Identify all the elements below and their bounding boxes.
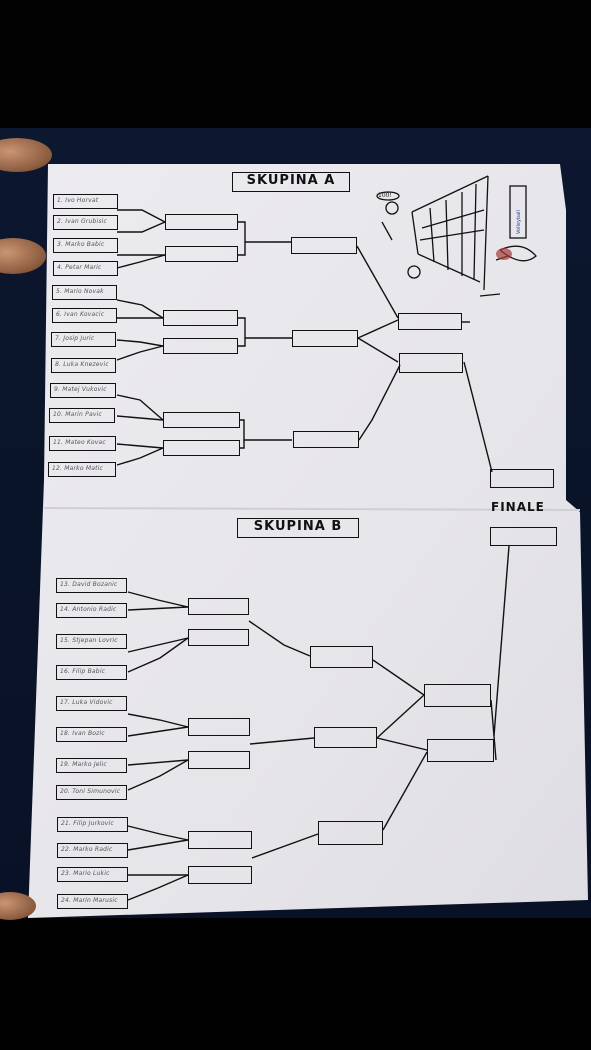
group-a-round2-box (291, 237, 357, 254)
group-b-round2-box (310, 646, 373, 668)
player-b-21: 21. Filip Jurkovic (57, 817, 128, 832)
player-b-16: 16. Filip Babic (56, 665, 127, 680)
group-b-round1-box (188, 751, 250, 769)
player-a-5: 5. Mario Novak (52, 285, 117, 300)
dark-top-area (0, 0, 591, 135)
dark-bottom-area (0, 918, 591, 1050)
player-b-13: 13. David Bozanic (56, 578, 127, 593)
group-b-round1-box (188, 598, 249, 615)
group-a-semi-box (399, 353, 463, 373)
group-a-round1-box (163, 440, 240, 456)
player-a-11: 11. Mateo Kovac (49, 436, 116, 451)
player-b-24: 24. Marin Marusic (57, 894, 128, 909)
group-b-round1-box (188, 718, 250, 736)
final-label: FINALE (491, 500, 545, 514)
player-b-14: 14. Antonio Radic (56, 603, 127, 618)
player-a-9: 9. Matej Vukovic (50, 383, 116, 398)
group-a-round1-box (163, 338, 238, 354)
group-b-semi-box (424, 684, 491, 707)
player-a-10: 10. Marin Pavic (49, 408, 115, 423)
scoreboard-text: Volleyball (516, 210, 522, 234)
group-a-round2-box (293, 431, 359, 448)
volleyball-net-sketch-icon (376, 175, 537, 297)
group-a-round2-box (292, 330, 358, 347)
group-b-round1-box (188, 831, 252, 849)
final-box-bottom (490, 527, 557, 546)
group-b-heading: SKUPINA B (237, 518, 359, 538)
group-a-round1-box (163, 310, 238, 326)
player-a-1: 1. Ivo Horvat (53, 194, 118, 209)
player-b-22: 22. Marko Radic (57, 843, 128, 858)
group-a-semi-box (398, 313, 462, 330)
player-b-23: 23. Mario Lukic (57, 867, 128, 882)
player-a-3: 3. Marko Babic (53, 238, 118, 253)
player-b-17: 17. Luka Vidovic (56, 696, 127, 711)
final-box-top (490, 469, 554, 488)
paper-fold (43, 507, 581, 511)
player-a-4: 4. Petar Maric (53, 261, 118, 276)
player-a-12: 12. Marko Matic (48, 462, 116, 477)
player-b-20: 20. Toni Simunovic (56, 785, 127, 800)
group-b-round2-box (318, 821, 383, 845)
group-b-round1-box (188, 629, 249, 646)
group-a-round1-box (163, 412, 240, 428)
halo-text: 100! (378, 192, 392, 199)
group-b-lines (127, 545, 510, 901)
group-a-heading: SKUPINA A (232, 172, 350, 192)
group-a-round1-box (165, 246, 238, 262)
player-a-2: 2. Ivan Grubisic (53, 215, 118, 230)
player-b-19: 19. Marko Jelic (56, 758, 127, 773)
group-b-round2-box (314, 727, 377, 748)
player-a-6: 6. Ivan Kovacic (52, 308, 117, 323)
group-b-semi-box (427, 739, 494, 762)
player-b-15: 15. Stjepan Lovric (56, 634, 127, 649)
player-a-7: 7. Josip Juric (51, 332, 116, 347)
group-b-round1-box (188, 866, 252, 884)
player-a-8: 8. Luka Knezevic (51, 358, 116, 373)
player-b-18: 18. Ivan Bozic (56, 727, 127, 742)
group-a-lines (116, 209, 493, 473)
group-a-round1-box (165, 214, 238, 230)
